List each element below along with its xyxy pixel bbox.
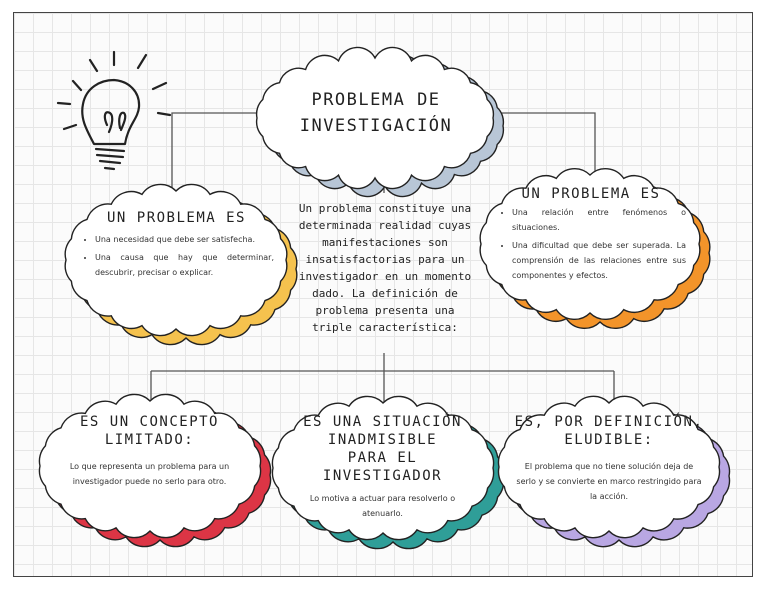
mindmap-canvas: PROBLEMA DE INVESTIGACIÓN Un problema co… <box>13 12 753 577</box>
bottom-box-text: El problema que no tiene solución deja d… <box>516 462 702 501</box>
right-box-heading: UN PROBLEMA ES <box>521 186 661 202</box>
bottom-cloud-eludible-body <box>497 395 721 539</box>
bottom-cloud-limited <box>38 393 272 548</box>
right-cloud-body <box>479 168 701 320</box>
heading-line: ES UNA SITUACIÓN <box>303 414 462 430</box>
bottom-cloud-eludible <box>497 395 731 548</box>
left-box-heading: UN PROBLEMA ES <box>106 210 246 226</box>
bottom-box-heading: ES, POR DEFINICIÓN, ELUDIBLE: <box>510 413 708 449</box>
bottom-cloud-inadmissible <box>271 395 505 550</box>
connector-title-left <box>171 112 264 195</box>
bottom-box-text: Lo motiva a actuar para resolverlo o ate… <box>309 494 456 518</box>
heading-line: ES, POR DEFINICIÓN, <box>514 414 704 430</box>
right-box: UN PROBLEMA ES Una relación entre fenóme… <box>496 185 686 286</box>
diagram-graphics <box>38 46 731 550</box>
center-description: Un problema constituye una determinada r… <box>298 202 472 334</box>
left-cloud <box>64 183 298 346</box>
bottom-cloud-inadmissible-body <box>271 395 495 541</box>
list-item: Una causa que hay que determinar, descub… <box>95 250 274 280</box>
right-box-list: Una relación entre fenómenos o situacion… <box>496 205 686 283</box>
left-box-list: Una necesidad que debe ser satisfecha. U… <box>79 232 274 280</box>
left-box: UN PROBLEMA ES Una necesidad que debe se… <box>79 209 274 283</box>
cloud-shapes <box>38 46 731 550</box>
bottom-box-limited: ES UN CONCEPTO LIMITADO: Lo que represen… <box>52 413 247 489</box>
list-item: Una relación entre fenómenos o situacion… <box>512 205 686 235</box>
connector-lines <box>150 112 615 408</box>
bottom-box-eludible: ES, POR DEFINICIÓN, ELUDIBLE: El problem… <box>510 413 708 504</box>
list-item: Una necesidad que debe ser satisfecha. <box>95 232 274 247</box>
connector-title-right <box>490 112 596 183</box>
title-cloud <box>255 46 505 198</box>
heading-line: ES UN CONCEPTO <box>79 414 219 430</box>
heading-line: PARA EL INVESTIGADOR <box>322 450 443 484</box>
lightbulb-icon <box>56 50 172 171</box>
title-line-1: PROBLEMA DE <box>311 90 441 110</box>
heading-line: LIMITADO: <box>104 432 195 448</box>
bottom-box-heading: ES UN CONCEPTO LIMITADO: <box>52 413 247 449</box>
bottom-box-inadmissible: ES UNA SITUACIÓN INADMISIBLE PARA EL INV… <box>285 413 480 521</box>
bottom-box-text: Lo que representa un problema para un in… <box>69 462 230 486</box>
bottom-cloud-limited-body <box>38 393 262 539</box>
left-cloud-body <box>64 183 288 337</box>
title-line-2: INVESTIGACIÓN <box>299 116 453 136</box>
title-block: PROBLEMA DE INVESTIGACIÓN <box>276 87 476 139</box>
right-cloud <box>479 168 711 329</box>
list-item: Una dificultad que debe ser superada. La… <box>512 238 686 283</box>
heading-line: ELUDIBLE: <box>564 432 654 448</box>
title-cloud-body <box>255 46 495 190</box>
heading-line: INADMISIBLE <box>327 432 438 448</box>
bottom-box-heading: ES UNA SITUACIÓN INADMISIBLE PARA EL INV… <box>285 413 480 485</box>
